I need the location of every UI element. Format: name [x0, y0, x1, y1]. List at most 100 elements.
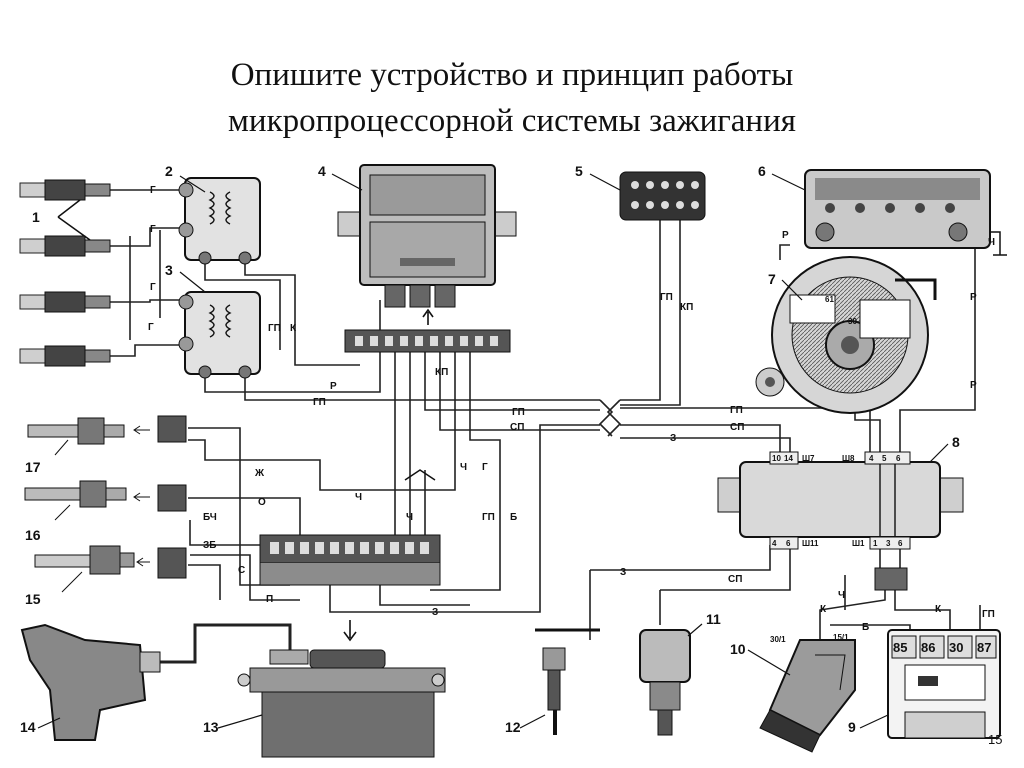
pin-10: 10	[772, 454, 781, 463]
wire-label-p-1: П	[266, 594, 273, 605]
wire-label-r-3: Р	[970, 380, 977, 391]
wire-labels: Г Г Г Г ГП К Р ГП КП ГП КП ГП СП ГП СП З…	[148, 185, 995, 633]
pin-4: 4	[869, 454, 874, 463]
wire-label-sp-2: СП	[730, 422, 744, 433]
label-1: 1	[32, 209, 40, 225]
label-2: 2	[165, 163, 173, 179]
battery-6	[804, 169, 1007, 256]
pin-5: 5	[882, 454, 887, 463]
wire-label-sp-1: СП	[510, 422, 524, 433]
relay-9	[887, 629, 1001, 739]
wire-label-b-1: Б	[510, 512, 517, 523]
label-10: 10	[730, 641, 746, 657]
label-4: 4	[318, 163, 326, 179]
wire-label-zb-1: ЗБ	[203, 540, 216, 551]
pin-4-lower: 4	[772, 539, 777, 548]
wire-label-kp-2: КП	[680, 302, 693, 313]
ignition-coil-2	[178, 177, 261, 265]
wire-label-o-1: О	[258, 497, 266, 508]
label-9: 9	[848, 719, 856, 735]
wire-label-ch-5: Ч	[838, 590, 845, 601]
diagnostic-connector-5	[619, 171, 706, 221]
label-8: 8	[952, 434, 960, 450]
pin-sh8: Ш8	[842, 454, 855, 463]
label-6: 6	[758, 163, 766, 179]
pin-sh11: Ш11	[802, 539, 819, 548]
ignition-coil-3	[178, 291, 261, 379]
wire-label-g-1: Г	[150, 185, 156, 196]
valve-11	[639, 629, 691, 736]
pin-14: 14	[784, 454, 793, 463]
wire-label-ch-4: Ч	[406, 512, 413, 523]
sensor-unit-13	[237, 620, 446, 758]
sensor-12	[535, 628, 600, 735]
wire-label-g-4: Г	[148, 322, 154, 333]
wire-label-r-2: Р	[970, 292, 977, 303]
pin-sh7: Ш7	[802, 454, 815, 463]
wire-label-ch-2: Ч	[460, 462, 467, 473]
wire-label-g-2: Г	[150, 224, 156, 235]
label-13: 13	[203, 719, 219, 735]
pin-1: 1	[873, 539, 878, 548]
label-12: 12	[505, 719, 521, 735]
gen-term-61: 61	[825, 295, 834, 304]
intake-pipe-14	[20, 623, 161, 741]
relay-plug	[874, 567, 908, 591]
wire-label-gch-1: ГП	[982, 609, 995, 620]
wire-harness	[110, 189, 981, 664]
sensor-17	[27, 415, 187, 456]
ignition-module-8	[717, 451, 964, 550]
wire-label-k-2: К	[820, 604, 827, 615]
label-17: 17	[25, 459, 41, 475]
wire-label-g-5: Г	[482, 462, 488, 473]
wire-label-z-2: З	[432, 607, 438, 618]
wire-label-g-3: Г	[150, 282, 156, 293]
wire-label-s-1: С	[238, 565, 245, 576]
wire-label-gp-4: ГП	[512, 407, 525, 418]
wire-label-bch-1: БЧ	[203, 512, 217, 523]
spark-plugs	[19, 179, 111, 367]
relay-terminal-30: 30	[949, 640, 963, 655]
relay-terminal-85: 85	[893, 640, 907, 655]
generator-7	[755, 256, 937, 414]
pin-6: 6	[896, 454, 901, 463]
wire-label-gp-5: ГП	[730, 405, 743, 416]
wire-label-gp-6: ГП	[482, 512, 495, 523]
wire-label-sp-3: СП	[728, 574, 742, 585]
wire-label-zh-1: Ж	[254, 468, 265, 479]
pin-sh1: Ш1	[852, 539, 865, 548]
ecu-connector	[344, 329, 511, 353]
switch-term-30-1: 30/1	[770, 635, 786, 644]
relay-terminal-86: 86	[921, 640, 935, 655]
label-15: 15	[25, 591, 41, 607]
leader-lines	[37, 173, 949, 729]
title-line-2: микропроцессорной системы зажигания	[228, 103, 796, 139]
slide-title: Опишите устройство и принцип работы микр…	[0, 52, 1024, 144]
pin-3: 3	[886, 539, 891, 548]
wire-label-gp-3: ГП	[660, 292, 673, 303]
wire-label-k-3: К	[935, 604, 942, 615]
wire-label-r-1: Р	[330, 381, 337, 392]
label-14: 14	[20, 719, 36, 735]
title-line-1: Опишите устройство и принцип работы	[230, 57, 794, 93]
wire-label-r-4: Р	[782, 230, 789, 241]
gen-term-30: 30	[848, 317, 857, 326]
wire-label-gp-1: ГП	[268, 323, 281, 334]
label-3: 3	[165, 262, 173, 278]
pin-6-lower: 6	[786, 539, 791, 548]
page-number: 15	[988, 732, 1002, 747]
wire-label-ch-3: Ч	[355, 492, 362, 503]
wire-label-ch-1: Ч	[988, 237, 995, 248]
sensor-15	[34, 545, 187, 593]
wire-label-b-2: Б	[862, 622, 869, 633]
label-16: 16	[25, 527, 41, 543]
label-5: 5	[575, 163, 583, 179]
control-unit-4	[337, 164, 517, 325]
switch-term-15-1: 15/1	[833, 633, 849, 642]
label-11: 11	[706, 611, 721, 627]
wire-label-gp-2: ГП	[313, 397, 326, 408]
pin-labels: 10 14 Ш7 Ш8 4 5 6 4 6 Ш11 Ш1 1 3 6 61 30…	[770, 295, 903, 644]
lower-connector	[259, 469, 441, 586]
component-numbers: 1 2 3 4 5 6 7 8 9 10 11 12 13 14 15 16 1…	[20, 163, 960, 735]
sensor-16	[24, 480, 187, 521]
